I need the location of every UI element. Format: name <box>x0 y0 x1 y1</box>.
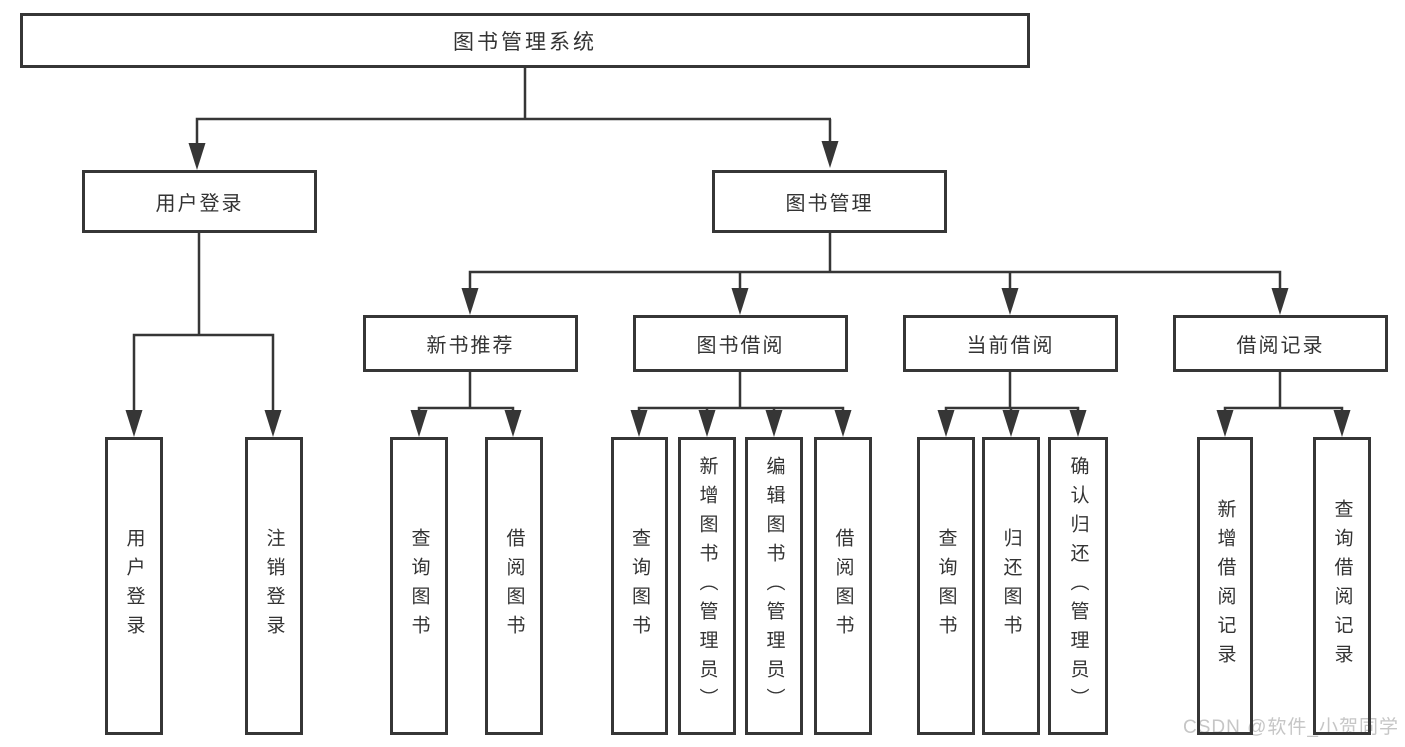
leaf-query-borrow-record: 查询借阅记录 <box>1313 437 1371 735</box>
leaf-borrow-books-recommend: 借阅图书 <box>485 437 543 735</box>
node-book-borrowing: 图书借阅 <box>633 315 848 372</box>
connector-user-login-to-leaves <box>132 233 275 414</box>
connector-book-borrowing-to-leaves <box>637 372 845 414</box>
arrow-down-icon <box>1333 410 1351 437</box>
node-label: 借阅记录 <box>1236 335 1325 357</box>
leaf-query-books-recommend: 查询图书 <box>390 437 448 735</box>
node-label: 注销登录 <box>263 528 285 644</box>
leaf-user-login: 用户登录 <box>105 437 163 735</box>
node-label: 图书管理 <box>785 193 874 215</box>
connector-new-book-recommend-to-leaves <box>417 372 515 414</box>
node-label: 借阅图书 <box>503 528 525 644</box>
leaf-edit-books-admin: 编辑图书（管理员） <box>745 437 803 735</box>
connector-book-management-to-level3 <box>468 233 1282 292</box>
connector-root-to-level2 <box>195 68 832 146</box>
node-label: 图书借阅 <box>696 335 785 357</box>
node-borrowing-records: 借阅记录 <box>1173 315 1388 372</box>
arrow-down-icon <box>1001 288 1019 315</box>
arrow-down-icon <box>1216 410 1234 437</box>
node-label: 查询图书 <box>629 528 650 644</box>
arrow-down-icon <box>765 410 783 437</box>
node-label: 确认归还（管理员） <box>1067 455 1089 717</box>
arrow-down-icon <box>1069 410 1087 437</box>
arrow-down-icon <box>937 410 955 437</box>
node-label: 查询借阅记录 <box>1331 499 1353 673</box>
arrow-down-icon <box>125 410 143 437</box>
leaf-add-borrow-record: 新增借阅记录 <box>1197 437 1253 735</box>
arrow-down-icon <box>834 410 852 437</box>
node-library-management-system: 图书管理系统 <box>20 13 1030 68</box>
arrow-down-icon <box>410 410 428 437</box>
arrow-down-icon <box>461 288 479 315</box>
node-current-borrowing: 当前借阅 <box>903 315 1118 372</box>
leaf-logout: 注销登录 <box>245 437 303 735</box>
node-label: 用户登录 <box>155 193 244 215</box>
node-book-management: 图书管理 <box>712 170 947 233</box>
node-label: 借阅图书 <box>832 528 854 644</box>
leaf-return-books: 归还图书 <box>982 437 1040 735</box>
node-label: 用户登录 <box>123 528 145 644</box>
arrow-down-icon <box>188 143 206 170</box>
leaf-query-books-borrowing: 查询图书 <box>611 437 668 735</box>
arrow-down-icon <box>821 141 839 168</box>
leaf-add-books-admin: 新增图书（管理员） <box>678 437 736 735</box>
connector-current-borrowing-to-leaves <box>944 372 1080 414</box>
node-label: 归还图书 <box>1000 528 1022 644</box>
node-label: 新增图书（管理员） <box>696 455 718 717</box>
node-label: 查询图书 <box>408 528 430 644</box>
node-label: 新书推荐 <box>426 335 515 357</box>
node-new-book-recommend: 新书推荐 <box>363 315 578 372</box>
arrow-down-icon <box>504 410 522 437</box>
leaf-confirm-return-admin: 确认归还（管理员） <box>1048 437 1108 735</box>
connector-borrowing-records-to-leaves <box>1223 372 1344 414</box>
node-user-login: 用户登录 <box>82 170 317 233</box>
arrow-down-icon <box>731 288 749 315</box>
arrowheads <box>125 141 1351 437</box>
arrow-down-icon <box>1271 288 1289 315</box>
leaf-borrow-books: 借阅图书 <box>814 437 872 735</box>
leaf-query-books-current: 查询图书 <box>917 437 975 735</box>
node-label: 新增借阅记录 <box>1214 499 1236 673</box>
node-label: 图书管理系统 <box>453 30 597 54</box>
node-label: 编辑图书（管理员） <box>763 455 785 717</box>
arrow-down-icon <box>698 410 716 437</box>
arrow-down-icon <box>264 410 282 437</box>
node-label: 当前借阅 <box>966 335 1055 357</box>
arrow-down-icon <box>1002 410 1020 437</box>
arrow-down-icon <box>630 410 648 437</box>
node-label: 查询图书 <box>935 528 957 644</box>
